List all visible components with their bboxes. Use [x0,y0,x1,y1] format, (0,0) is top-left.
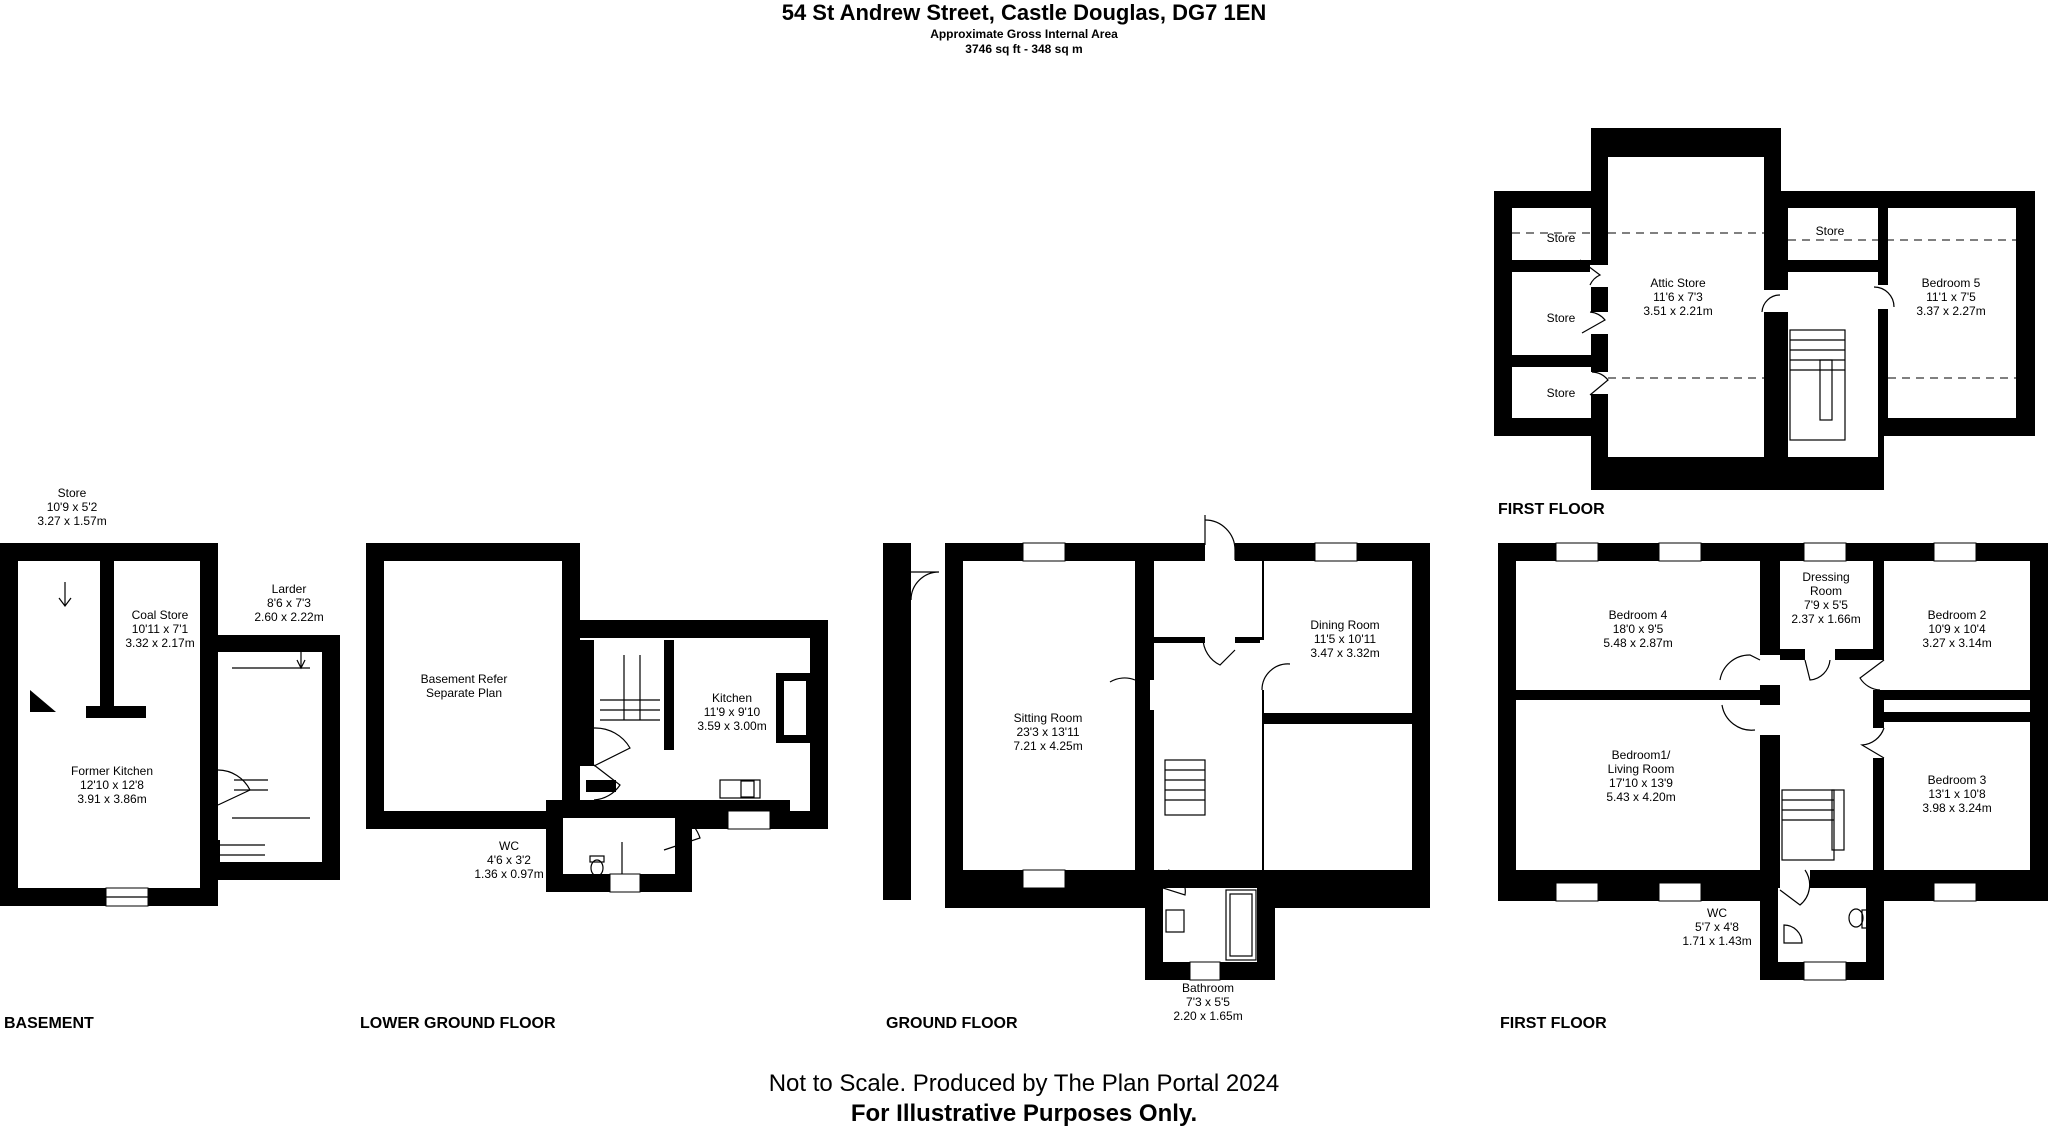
basement-plan [0,543,340,907]
basement-refer-line2: Separate Plan [426,686,502,700]
area-value: 3746 sq ft - 348 sq m [965,42,1083,56]
basement-refer-line1: Basement Refer [421,672,508,686]
bedroom4-imperial: 18'0 x 9'5 [1613,622,1664,636]
area-label: Approximate Gross Internal Area [930,27,1118,41]
store-basement-imperial: 10'9 x 5'2 [47,500,98,514]
bathroom-metric: 2.20 x 1.65m [1173,1009,1242,1023]
attic-store-name: Attic Store [1650,276,1706,290]
lower-ground-plan [366,543,828,893]
bedroom2-name: Bedroom 2 [1928,608,1987,622]
bedroom1-line1: Bedroom1/ [1612,748,1671,762]
bedroom4-metric: 5.48 x 2.87m [1603,636,1672,650]
coal-store-metric: 3.32 x 2.17m [125,636,194,650]
bedroom3-name: Bedroom 3 [1928,773,1987,787]
sitting-room-metric: 7.21 x 4.25m [1013,739,1082,753]
bedroom3-metric: 3.98 x 3.24m [1922,801,1991,815]
attic-store-4: Store [1816,224,1845,238]
bedroom1-imperial: 17'10 x 13'9 [1609,776,1673,790]
former-kitchen-metric: 3.91 x 3.86m [77,792,146,806]
wc-lower-name: WC [499,839,519,853]
store-basement-name: Store [58,486,87,500]
attic-store-3: Store [1547,386,1576,400]
bedroom5-metric: 3.37 x 2.27m [1916,304,1985,318]
kitchen-name: Kitchen [712,691,752,705]
bathroom-name: Bathroom [1182,981,1234,995]
wc-first-name: WC [1707,906,1727,920]
coal-store-name: Coal Store [132,608,189,622]
larder-metric: 2.60 x 2.22m [254,610,323,624]
bedroom5-imperial: 11'1 x 7'5 [1926,290,1976,304]
dining-room-imperial: 11'5 x 10'11 [1314,632,1377,646]
plan-title: 54 St Andrew Street, Castle Douglas, DG7… [781,0,1267,25]
room-labels: Store 10'9 x 5'2 3.27 x 1.57m Coal Store… [37,224,1991,1023]
bedroom4-name: Bedroom 4 [1609,608,1668,622]
wc-lower-metric: 1.36 x 0.97m [474,867,543,881]
attic-store-metric: 3.51 x 2.21m [1643,304,1712,318]
bedroom2-imperial: 10'9 x 10'4 [1928,622,1986,636]
kitchen-metric: 3.59 x 3.00m [697,719,766,733]
bedroom2-metric: 3.27 x 3.14m [1922,636,1991,650]
wc-lower-imperial: 4'6 x 3'2 [487,853,531,867]
footer-illustrative-note: For Illustrative Purposes Only. [850,1100,1198,1127]
wc-first-metric: 1.71 x 1.43m [1682,934,1751,948]
dining-room-name: Dining Room [1310,618,1379,632]
footer-scale-note: Not to Scale. Produced by The Plan Porta… [768,1070,1280,1097]
sitting-room-name: Sitting Room [1014,711,1083,725]
attic-store-imperial: 11'6 x 7'3 [1653,290,1703,304]
bedroom5-name: Bedroom 5 [1922,276,1981,290]
dressing-room-line2: Room [1810,584,1842,598]
dressing-room-imperial: 7'9 x 5'5 [1804,598,1848,612]
coal-store-imperial: 10'11 x 7'1 [132,622,189,636]
floor-label-ground: GROUND FLOOR [886,1015,1018,1032]
floor-labels: BASEMENT LOWER GROUND FLOOR GROUND FLOOR… [4,501,1607,1032]
floor-label-basement: BASEMENT [4,1015,94,1032]
wc-first-imperial: 5'7 x 4'8 [1695,920,1739,934]
bathroom-imperial: 7'3 x 5'5 [1186,995,1230,1009]
bedroom1-metric: 5.43 x 4.20m [1606,790,1675,804]
attic-store-2: Store [1547,311,1576,325]
former-kitchen-imperial: 12'10 x 12'8 [80,778,144,792]
first-floor-plan [1498,542,2048,981]
floor-label-lower-ground: LOWER GROUND FLOOR [360,1015,556,1032]
bedroom3-imperial: 13'1 x 10'8 [1928,787,1986,801]
larder-imperial: 8'6 x 7'3 [267,596,311,610]
bedroom1-line2: Living Room [1608,762,1675,776]
store-basement-metric: 3.27 x 1.57m [37,514,106,528]
attic-plan [1494,128,2035,490]
attic-store-1: Store [1547,231,1576,245]
floor-label-first: FIRST FLOOR [1500,1015,1607,1032]
sitting-room-imperial: 23'3 x 13'11 [1016,725,1079,739]
floor-label-first-upper: FIRST FLOOR [1498,501,1605,518]
dressing-room-line1: Dressing [1802,570,1849,584]
kitchen-imperial: 11'9 x 9'10 [704,705,761,719]
dressing-room-metric: 2.37 x 1.66m [1791,612,1860,626]
larder-name: Larder [272,582,307,596]
former-kitchen-name: Former Kitchen [71,764,153,778]
ground-floor-plan [883,515,1430,981]
dining-room-metric: 3.47 x 3.32m [1310,646,1379,660]
